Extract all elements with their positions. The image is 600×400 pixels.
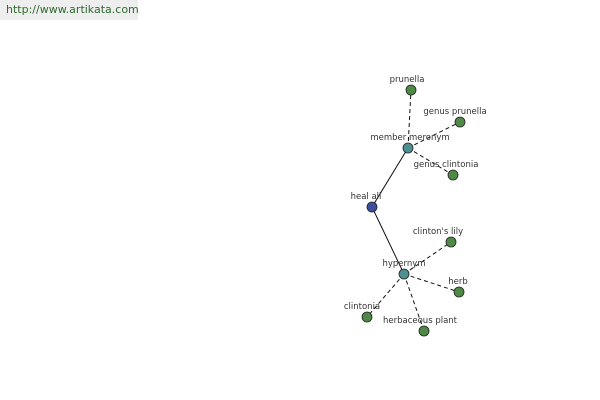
- label-clintonia[interactable]: clintonia: [344, 302, 380, 312]
- node-herb[interactable]: [453, 286, 465, 298]
- edge-hypernym-clintons-lily: [403, 241, 452, 275]
- label-genus-prunella[interactable]: genus prunella: [423, 107, 486, 117]
- graph-labels: heal all member meronym hypernym prunella ge…: [344, 75, 487, 326]
- node-prunella[interactable]: [405, 84, 417, 96]
- node-genus-prunella[interactable]: [454, 116, 466, 128]
- edge-hypernym-herb: [403, 273, 460, 293]
- edge-member-meronym-genus-prunella: [407, 121, 461, 149]
- graph-nodes: [361, 84, 466, 337]
- node-hypernym[interactable]: [398, 268, 410, 280]
- edge-member-meronym-genus-clintonia: [407, 147, 454, 176]
- edge-heal-all-member-meronym: [371, 147, 409, 208]
- edge-member-meronym-prunella: [407, 89, 412, 149]
- node-clintons-lily[interactable]: [445, 236, 457, 248]
- label-hypernym[interactable]: hypernym: [382, 259, 425, 269]
- label-genus-clintonia[interactable]: genus clintonia: [414, 160, 479, 170]
- label-prunella[interactable]: prunella: [390, 75, 425, 85]
- label-member-meronym[interactable]: member meronym: [370, 133, 449, 143]
- label-herb[interactable]: herb: [448, 277, 468, 287]
- node-genus-clintonia[interactable]: [447, 169, 459, 181]
- label-herbaceous-plant[interactable]: herbaceous plant: [383, 316, 458, 326]
- node-herbaceous-plant[interactable]: [418, 325, 430, 337]
- node-member-meronym[interactable]: [402, 142, 414, 154]
- label-heal-all[interactable]: heal all: [351, 192, 382, 202]
- edge-hypernym-clintonia: [366, 273, 405, 318]
- edge-hypernym-herbaceous-plant: [403, 273, 425, 332]
- site-url-banner[interactable]: http://www.artikata.com: [0, 0, 139, 20]
- label-clintons-lily[interactable]: clinton's lily: [413, 227, 463, 237]
- node-clintonia[interactable]: [361, 311, 373, 323]
- graph-edges: [366, 89, 461, 332]
- node-heal-all[interactable]: [366, 201, 378, 213]
- edge-heal-all-hypernym: [371, 206, 405, 275]
